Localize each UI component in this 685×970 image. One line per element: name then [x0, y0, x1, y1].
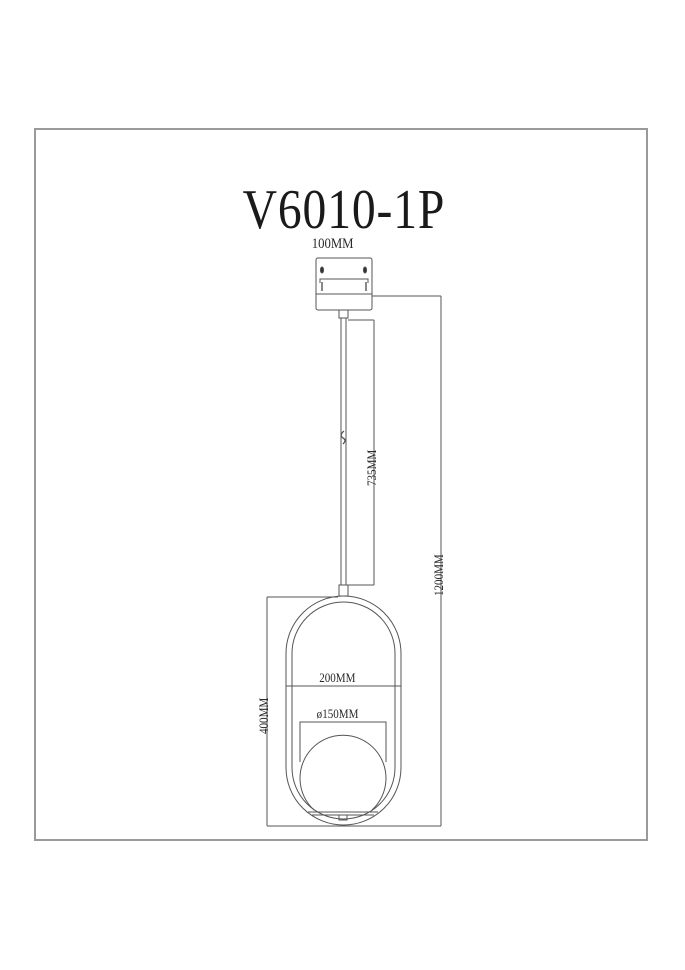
globe-icon	[299, 734, 387, 821]
rod-icon	[340, 318, 347, 585]
ring-height-label: 400MM	[256, 697, 271, 734]
total-height-label: 1200MM	[431, 554, 446, 596]
ring-width-label: 200MM	[319, 670, 356, 685]
ring-frame-icon	[285, 595, 402, 826]
canopy-width-label: 100MM	[311, 236, 354, 252]
globe-diameter-label: ø150MM	[316, 706, 359, 721]
model-title: V6010-1P	[242, 179, 446, 241]
rod-length-label: 735MM	[364, 449, 379, 486]
canopy-icon	[315, 257, 373, 311]
drawing-frame	[34, 128, 648, 841]
